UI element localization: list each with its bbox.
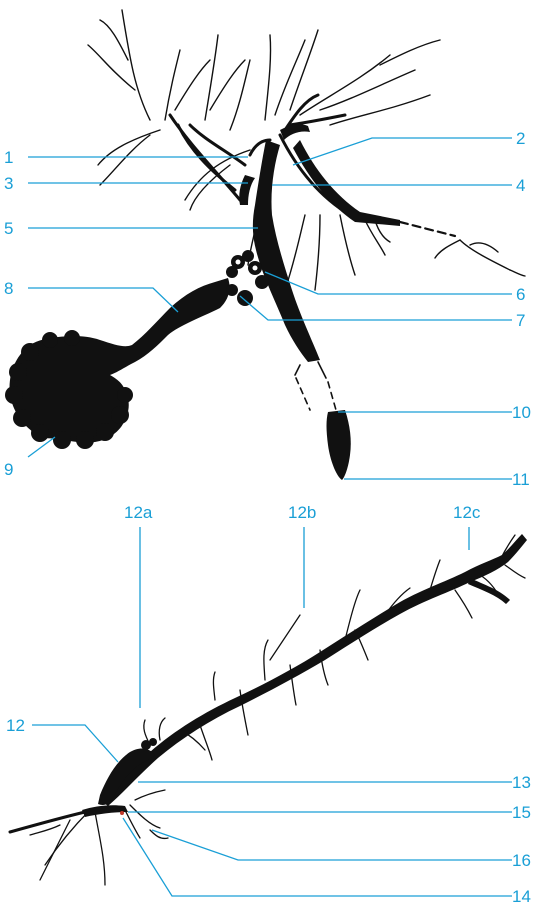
leader-14 [123, 818, 512, 896]
lower-structure [10, 534, 527, 885]
label-5: 5 [4, 219, 13, 238]
leader-2 [293, 138, 512, 165]
upper-duct-end [327, 410, 351, 480]
leader-16 [152, 830, 512, 860]
label-12a: 12a [124, 503, 153, 522]
label-2: 2 [516, 129, 525, 148]
lower-base-branch [10, 812, 85, 832]
label-13: 13 [512, 773, 531, 792]
leader-8 [28, 288, 178, 312]
lower-main-vessel [100, 534, 527, 806]
label-11: 11 [512, 470, 530, 489]
label-15: 15 [512, 803, 531, 822]
label-7: 7 [516, 311, 525, 330]
label-12b: 12b [288, 503, 316, 522]
label-12: 12 [6, 716, 25, 735]
label-1: 1 [4, 148, 13, 167]
label-10: 10 [512, 403, 531, 422]
label-14: 14 [512, 887, 531, 906]
lower-loop [82, 748, 155, 817]
label-8: 8 [4, 279, 13, 298]
label-4: 4 [516, 176, 525, 195]
label-9: 9 [4, 460, 13, 479]
leader-6 [265, 272, 512, 294]
upper-structure [5, 10, 525, 480]
leader-12 [32, 725, 118, 762]
label-3: 3 [4, 174, 13, 193]
label-16: 16 [512, 851, 531, 870]
lower-red-spot [120, 811, 124, 815]
label-6: 6 [516, 285, 525, 304]
label-12c: 12c [453, 503, 481, 522]
upper-fine-branches [88, 10, 525, 290]
